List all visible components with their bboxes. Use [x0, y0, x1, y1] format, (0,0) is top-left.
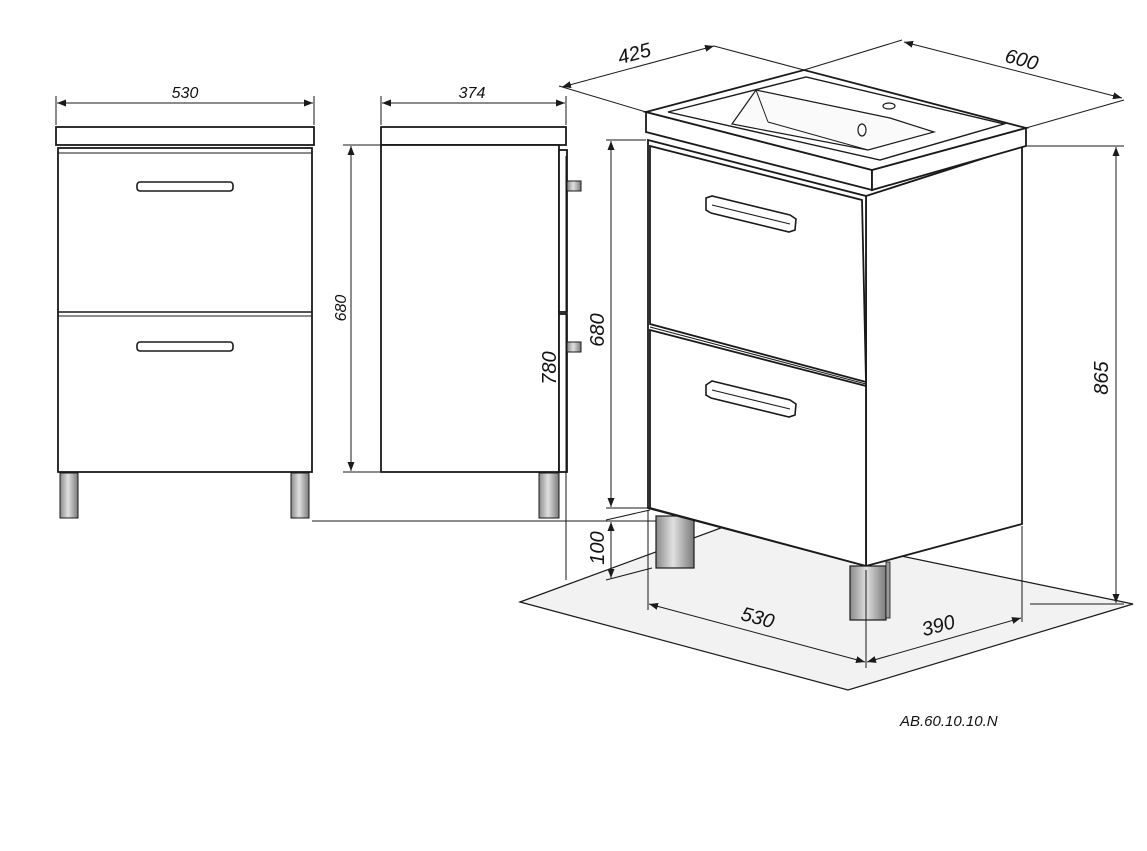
side-depth-label: 374: [459, 85, 486, 102]
iso-total-height-label: 865: [1091, 360, 1113, 394]
front-bottom-drawer-handle: [136, 341, 234, 352]
iso-cabinet-depth-dimension-line: [866, 617, 1022, 663]
iso-bottom-drawer-handle: [705, 380, 797, 418]
iso-front-leg-side: [885, 561, 891, 619]
side-basin-top: [380, 126, 567, 146]
side-view: 374 680: [333, 85, 582, 519]
iso-leg-height-label: 100: [587, 531, 609, 564]
iso-basin-width-label: 600: [1003, 45, 1041, 75]
model-code: AB.60.10.10.N: [899, 713, 998, 730]
front-top-drawer-handle: [136, 181, 234, 192]
side-cabinet-body: [380, 144, 560, 473]
side-bottom-handle: [566, 341, 582, 353]
iso-back-left-leg: [655, 515, 695, 569]
iso-cabinet-height-label: 680: [587, 313, 609, 346]
iso-drain-hole: [857, 123, 867, 137]
iso-tap-hole: [882, 102, 896, 110]
iso-basin-width-dimension-line: [903, 40, 1123, 100]
side-top-handle: [566, 180, 582, 192]
iso-basin-bowl: [730, 89, 937, 151]
iso-basin-depth-label: 425: [615, 39, 654, 69]
front-cabinet-body: [57, 147, 313, 473]
isometric-view: 425 600 680 780 100 865 530 390: [518, 39, 1134, 691]
side-leg: [538, 472, 560, 519]
iso-front-leg: [849, 565, 887, 621]
iso-top-drawer-front: [649, 144, 867, 384]
iso-cabinet-width-dimension-line: [648, 602, 866, 664]
side-height-label: 680: [333, 295, 350, 322]
front-left-leg: [59, 472, 79, 519]
iso-top-drawer-handle: [705, 195, 797, 233]
iso-cabinet-side: [865, 144, 1023, 568]
iso-body-height-label: 780: [539, 351, 561, 384]
iso-basin-depth-dimension-line: [561, 44, 715, 89]
front-view: 530: [55, 85, 315, 519]
front-basin-top: [55, 126, 315, 146]
front-width-label: 530: [172, 85, 199, 102]
front-right-leg: [290, 472, 310, 519]
